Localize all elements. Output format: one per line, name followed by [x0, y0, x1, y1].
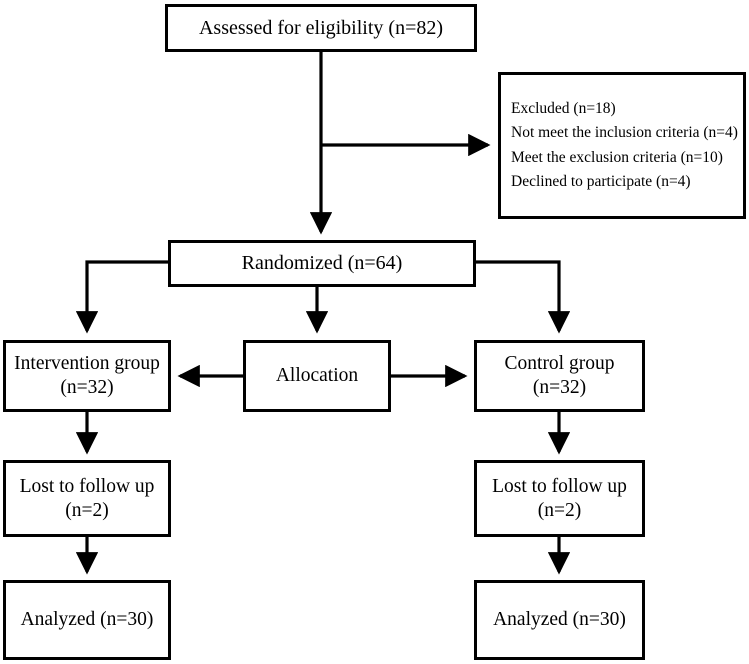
node-intervention-group: Intervention group (n=32) [3, 340, 171, 412]
node-randomized: Randomized (n=64) [168, 240, 476, 287]
node-analyzed-intervention: Analyzed (n=30) [3, 580, 171, 660]
node-analyzed-intervention-label: Analyzed (n=30) [20, 609, 154, 631]
edge-randomized-to-intervention [75, 260, 168, 334]
node-control-group-label: Control group (n=32) [504, 353, 615, 398]
node-analyzed-control: Analyzed (n=30) [474, 580, 645, 660]
node-allocation-label: Allocation [275, 365, 359, 387]
node-analyzed-control-label: Analyzed (n=30) [493, 609, 626, 631]
node-lost-to-follow-up-intervention: Lost to follow up (n=2) [3, 460, 171, 537]
node-randomized-label: Randomized (n=64) [241, 252, 403, 275]
node-excluded: Excluded (n=18) Not meet the inclusion c… [498, 72, 746, 219]
node-lost-to-follow-up-control-label: Lost to follow up (n=2) [492, 475, 627, 521]
node-assessed-for-eligibility: Assessed for eligibility (n=82) [165, 4, 477, 52]
node-control-group: Control group (n=32) [474, 340, 645, 412]
node-assessed-for-eligibility-label: Assessed for eligibility (n=82) [198, 16, 444, 39]
node-lost-to-follow-up-control: Lost to follow up (n=2) [474, 460, 645, 537]
node-allocation: Allocation [243, 340, 391, 412]
node-lost-to-follow-up-intervention-label: Lost to follow up (n=2) [19, 475, 155, 521]
node-intervention-group-label: Intervention group (n=32) [14, 353, 160, 398]
edge-randomized-to-control [476, 260, 571, 334]
node-excluded-label: Excluded (n=18) Not meet the inclusion c… [511, 100, 738, 190]
